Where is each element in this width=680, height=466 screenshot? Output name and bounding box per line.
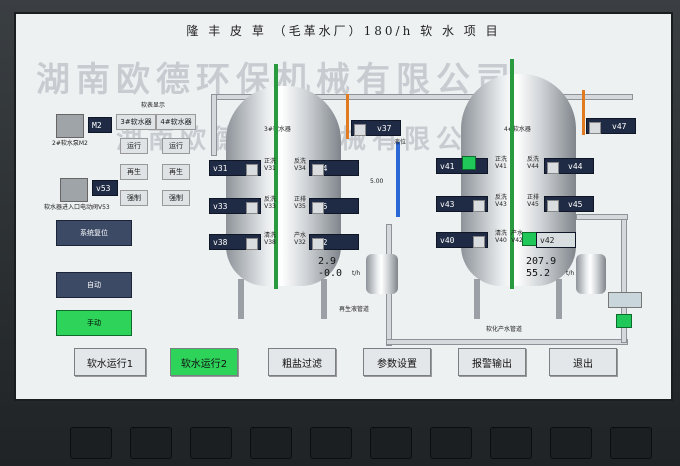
- softener-tank-4: [461, 74, 576, 286]
- right-top-pipe: [576, 214, 628, 220]
- valve-v53-caption: 软水器进入口电动阀V53: [44, 204, 110, 211]
- valve-v32[interactable]: v32: [309, 234, 359, 250]
- nav-softener-run-2[interactable]: 软水运行2: [170, 348, 238, 376]
- hardware-key[interactable]: [190, 427, 232, 459]
- col-4-header: 4#软水器: [156, 114, 196, 130]
- tank3-leg: [321, 279, 327, 319]
- hardware-key[interactable]: [310, 427, 352, 459]
- brine-tank-left: [366, 254, 398, 294]
- tank4-flow-unit: t/h: [566, 270, 575, 277]
- tank4-green-pipe: [510, 59, 514, 289]
- hardware-key[interactable]: [430, 427, 472, 459]
- tank3-leg: [238, 279, 244, 319]
- tank3-flow-unit: t/h: [352, 270, 361, 277]
- bottom-pipe: [386, 339, 628, 345]
- tank3-orange-pipe: [346, 94, 349, 139]
- valve-v44-label: 反洗 V44: [526, 156, 539, 170]
- softener3-regen-button[interactable]: 再生: [120, 164, 148, 180]
- auto-mode-button[interactable]: 自动: [56, 272, 132, 298]
- level-gauge-bar: [396, 142, 400, 217]
- softener4-run-button[interactable]: 运行: [162, 138, 190, 154]
- level-value: 5.00: [370, 178, 384, 185]
- valve-v31-label: 正洗 V31: [263, 158, 276, 172]
- valve-v53[interactable]: v53: [92, 180, 118, 196]
- hardware-key[interactable]: [490, 427, 532, 459]
- valve-v41-label: 正洗 V41: [494, 156, 507, 170]
- softener4-force-button[interactable]: 强制: [162, 190, 190, 206]
- inlet-valve-icon: [60, 178, 88, 202]
- brine-pipe-note: 再生液管道: [339, 306, 370, 313]
- valve-v31[interactable]: v31: [209, 160, 261, 176]
- brine-tank-right: [576, 254, 606, 294]
- tank4-leg: [474, 279, 480, 319]
- tank3-flow-2: -0.0: [318, 268, 343, 279]
- nav-coarse-salt-filter[interactable]: 粗盐过滤: [268, 348, 336, 376]
- pump-m2-caption: 2#软水泵M2: [52, 140, 88, 147]
- valve-v35[interactable]: v35: [309, 198, 359, 214]
- system-reset-button[interactable]: 系统复位: [56, 220, 132, 246]
- valve-v47[interactable]: v47: [586, 118, 636, 134]
- level-label: 液位: [394, 139, 407, 146]
- valve-v40[interactable]: v40: [436, 232, 488, 248]
- tank4-label: 4#软水器: [504, 126, 531, 133]
- left-pipe: [211, 94, 217, 156]
- outlet-meter: [608, 292, 642, 308]
- tank4-flow-2: 55.2: [526, 268, 551, 279]
- valve-v45[interactable]: v45: [544, 196, 594, 212]
- hardware-key[interactable]: [610, 427, 652, 459]
- hardware-key[interactable]: [130, 427, 172, 459]
- hardware-key[interactable]: [250, 427, 292, 459]
- valve-v34-label: 反洗 V34: [293, 158, 306, 172]
- softener3-force-button[interactable]: 强制: [120, 190, 148, 206]
- valve-v43[interactable]: v43: [436, 196, 488, 212]
- valve-v38[interactable]: v38: [209, 234, 261, 250]
- valve-v32-label: 产水 V32: [293, 232, 306, 246]
- valve-v41-status: [462, 156, 476, 170]
- valve-v40-label: 清洗 V40: [494, 230, 507, 244]
- outlet-status: [616, 314, 632, 328]
- pump-m2-icon: [56, 114, 84, 138]
- hardware-key[interactable]: [370, 427, 412, 459]
- softener4-regen-button[interactable]: 再生: [162, 164, 190, 180]
- nav-parameter-settings[interactable]: 参数设置: [363, 348, 431, 376]
- tank4-flow-1: 207.9: [526, 256, 557, 267]
- hmi-screen: 湖南欧德环保机械有限公司 湖南欧德环保机械有限公司 隆 丰 皮 草 （毛革水厂）…: [14, 12, 673, 401]
- outlet-pipe-note: 软化产水管道: [486, 326, 523, 333]
- hardware-key[interactable]: [550, 427, 592, 459]
- valve-v37[interactable]: v37: [351, 120, 401, 136]
- valve-v44[interactable]: v44: [544, 158, 594, 174]
- pump-m2-button[interactable]: M2: [88, 117, 112, 133]
- valve-v35-label: 正排 V35: [293, 196, 306, 210]
- tank3-green-pipe: [274, 64, 278, 289]
- nav-alarm-output[interactable]: 报警输出: [458, 348, 526, 376]
- valve-v34[interactable]: v34: [309, 160, 359, 176]
- valve-v38-label: 清洗 V38: [263, 232, 276, 246]
- col-3-header: 3#软水器: [116, 114, 156, 130]
- manual-mode-button[interactable]: 手动: [56, 310, 132, 336]
- nav-softener-run-1[interactable]: 软水运行1: [74, 348, 146, 376]
- tank3-flow-1: 2.9: [318, 256, 337, 267]
- tank4-orange-pipe: [582, 90, 585, 135]
- valve-v45-label: 正排 V45: [526, 194, 539, 208]
- display-header: 软表显示: [140, 102, 165, 109]
- softener-tank-3: [226, 86, 341, 286]
- tank4-leg: [556, 279, 562, 319]
- hardware-key[interactable]: [70, 427, 112, 459]
- page-title: 隆 丰 皮 草 （毛革水厂）180/h 软 水 项 目: [186, 24, 501, 38]
- valve-v33-label: 反洗 V33: [263, 196, 276, 210]
- softener3-run-button[interactable]: 运行: [120, 138, 148, 154]
- valve-v43-label: 反洗 V43: [494, 194, 507, 208]
- valve-v33[interactable]: v33: [209, 198, 261, 214]
- valve-v42[interactable]: v42: [536, 232, 576, 248]
- nav-exit[interactable]: 退出: [549, 348, 617, 376]
- valve-v42-label: 产水 V42: [510, 230, 523, 244]
